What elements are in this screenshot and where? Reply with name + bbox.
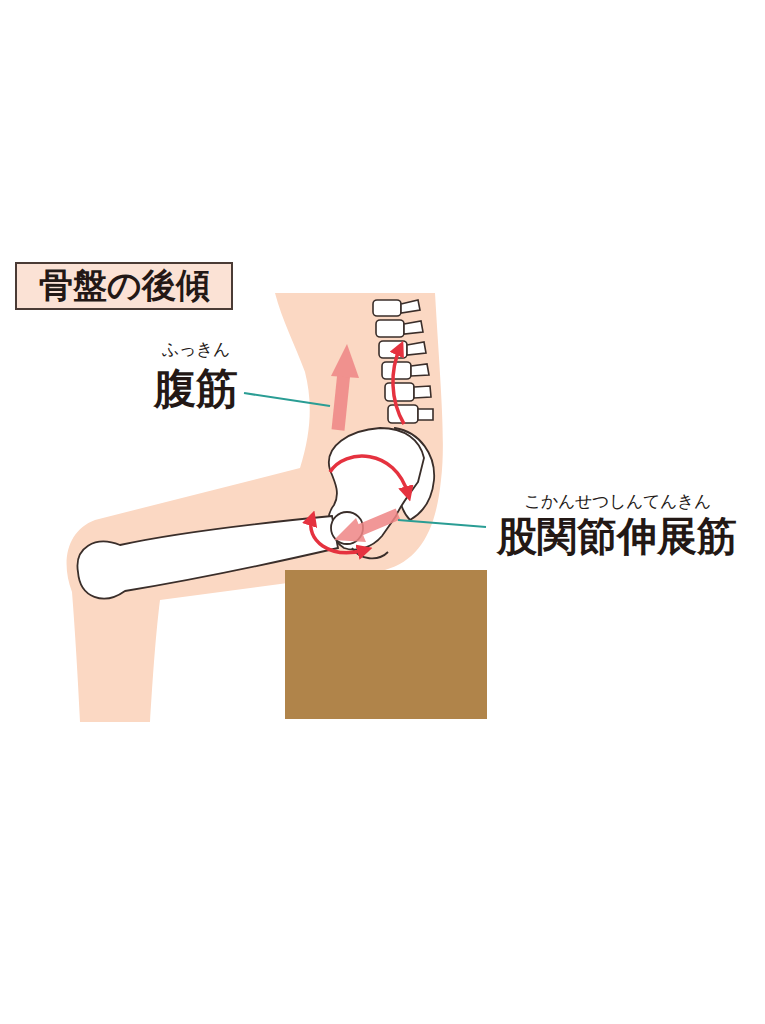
title: 骨盤の後傾 — [39, 267, 210, 304]
muscle-label: 腹筋 — [154, 366, 238, 412]
femur — [78, 512, 363, 599]
lumbar-spine — [373, 300, 433, 423]
leader-line — [244, 393, 330, 406]
pelvis — [329, 428, 435, 558]
title-box: 骨盤の後傾 — [15, 262, 233, 310]
seat-box — [285, 570, 487, 719]
abdominal-arrow — [331, 344, 359, 430]
leader-line — [398, 520, 486, 527]
hip-extensor-arrow — [334, 514, 398, 542]
muscle-label: 股関節伸展筋 — [497, 514, 737, 558]
ruby-text: ふっきん — [162, 340, 230, 359]
ruby-text: こかんせつしんてんきん — [524, 492, 711, 511]
hip-rotation-arrow — [311, 518, 365, 553]
spine-arrow — [393, 348, 404, 424]
pelvis-rotation-arrow — [330, 456, 408, 494]
